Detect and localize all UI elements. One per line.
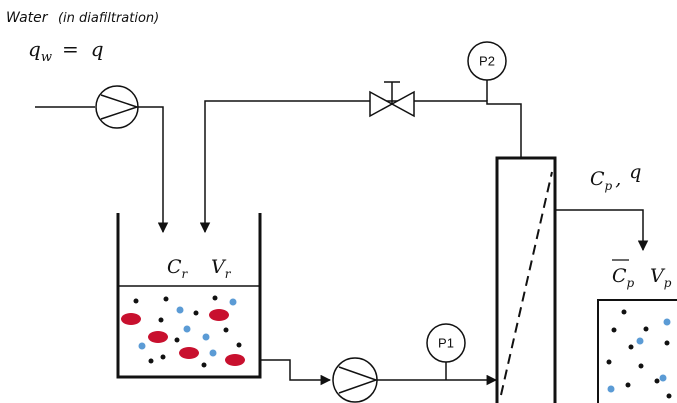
water-feed-to-tank-line [138, 106, 169, 234]
permeate-line [555, 209, 649, 252]
small-particle [193, 310, 199, 316]
pressure-gauge-p1: P1 [426, 323, 466, 380]
medium-particle [229, 298, 237, 306]
small-particle [638, 363, 644, 369]
permeate-tank [597, 299, 677, 403]
medium-particle [636, 337, 644, 345]
medium-particle [202, 333, 210, 341]
small-particle [212, 295, 218, 301]
qw-equals: = [62, 37, 79, 61]
small-particle [625, 382, 631, 388]
small-particle [611, 327, 617, 333]
retentate-particles [121, 295, 245, 368]
retentate-tank [116, 213, 262, 379]
small-particle [174, 337, 180, 343]
membrane-line [500, 171, 553, 396]
small-particle [163, 296, 169, 302]
medium-particle [659, 374, 667, 382]
small-particle [148, 358, 154, 364]
p2-label: P2 [479, 53, 495, 68]
medium-particle [183, 325, 191, 333]
circulation-pump-icon [332, 357, 379, 403]
small-particle [606, 359, 612, 365]
water-label: Water (in diafiltration) [6, 10, 159, 26]
water-flow-equation: qw=q [28, 37, 104, 65]
permeate-label: Cp,q [590, 161, 641, 193]
large-particle [179, 347, 199, 359]
small-particle [666, 393, 672, 399]
retentate-concentration-label: Cr [167, 256, 189, 281]
small-particle [133, 298, 139, 304]
medium-particle [209, 349, 217, 357]
medium-particle [138, 342, 146, 350]
permeate-tank-concentration-label: Cp [612, 265, 635, 290]
small-particle [160, 354, 166, 360]
small-particle [643, 326, 649, 332]
small-particle [621, 309, 627, 315]
qw-subscript: w [41, 50, 52, 65]
water-note: (in diafiltration) [58, 11, 159, 26]
small-particle [201, 362, 207, 368]
qw-symbol: q [28, 37, 41, 61]
permeate-particles [606, 309, 672, 399]
permeate-tank-volume-label: Vp [650, 265, 672, 290]
retentate-return-line [199, 100, 522, 234]
feed-pump-icon [95, 85, 140, 129]
large-particle [121, 313, 141, 325]
membrane-module [495, 156, 557, 403]
tank-outlet-line [260, 359, 332, 386]
medium-particle [607, 385, 615, 393]
small-particle [236, 342, 242, 348]
medium-particle [663, 318, 671, 326]
p1-label: P1 [438, 335, 454, 350]
retentate-volume-label: Vr [211, 256, 232, 281]
valve-icon [369, 81, 415, 118]
qw-value: q [91, 37, 104, 61]
small-particle [628, 344, 634, 350]
water-title: Water [6, 10, 49, 26]
small-particle [158, 317, 164, 323]
large-particle [225, 354, 245, 366]
small-particle [664, 340, 670, 346]
large-particle [148, 331, 168, 343]
pressure-gauge-p2: P2 [467, 41, 507, 101]
small-particle [223, 327, 229, 333]
medium-particle [176, 306, 184, 314]
small-particle [654, 378, 660, 384]
large-particle [209, 309, 229, 321]
